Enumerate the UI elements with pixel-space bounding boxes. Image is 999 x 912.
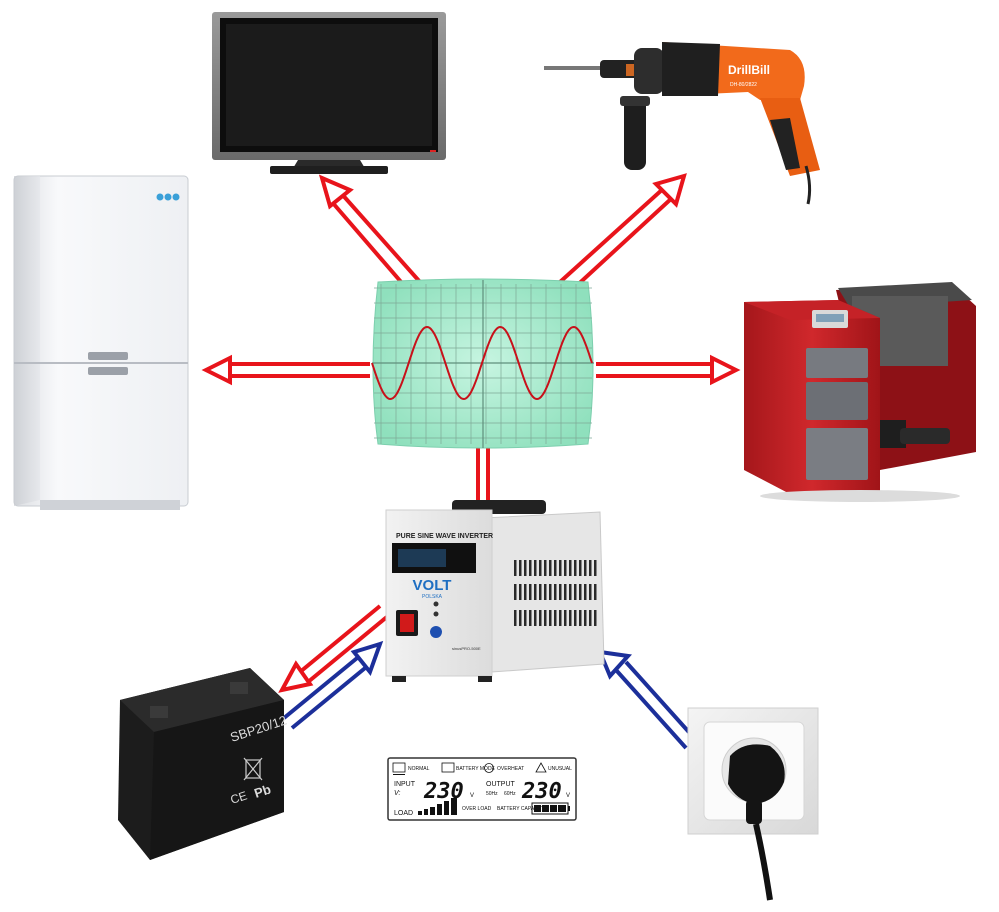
output-arrow-battery [278,604,390,693]
input-arrow-grid [596,649,698,750]
battery-chemistry: Pb [252,781,272,800]
boiler-doors [806,348,868,480]
drill-image: DrillBill DH-80/2822 [544,42,820,205]
drill-model: DH-80/2822 [730,82,757,88]
inverter-model: sinusPRO-500E [452,646,481,651]
sine-wave-scope [371,278,594,449]
input-arrow-battery [282,640,384,730]
inverter-vents [514,560,597,626]
plug-icon [728,744,785,901]
warning-icon [535,762,547,773]
svg-text:V:: V: [394,790,401,797]
inverter-brand-sub: POLSKA [422,594,443,600]
lcd-output-unit: V [566,793,570,799]
lcd-over-load: OVER LOAD [462,806,492,812]
overheat-icon [484,763,494,773]
lcd-input-value: 230 [423,779,464,804]
lcd-freq-50: 50Hz [486,791,498,797]
boiler-image [744,282,976,502]
arrows [201,173,741,750]
output-arrow-drill [558,173,687,292]
recycle-bin-icon [243,757,263,781]
output-arrow-fridge [201,354,370,386]
battery-ce-mark: CE [229,788,249,806]
output-arrow-boiler [596,354,741,386]
sine-wave [371,325,593,401]
normal-icon [392,762,406,773]
lcd-battery-capacity: BATTERY CAPACITY [497,806,546,812]
wall-socket-image [687,707,819,901]
lcd-unusual: UNUSUAL [548,766,572,772]
battery-mode-icon [441,762,455,773]
inverter-brand: VOLT [413,577,452,594]
lcd-normal: NORMAL [408,766,430,772]
output-connector-scope [476,446,490,500]
output-arrow-tv [318,174,422,292]
tv-image [212,12,446,174]
lcd-freq-60: 60Hz [504,791,516,797]
lcd-output-value: 230 [521,779,562,804]
power-button[interactable] [430,626,442,638]
lcd-battery-mode: BATTERY MODE [456,766,496,772]
lcd-output-label: OUTPUT [486,781,516,788]
load-bars [418,798,457,815]
lcd-load-label: LOAD [394,810,413,817]
power-switch[interactable] [400,614,414,632]
inverter-image: PURE SINE WAVE INVERTER VOLT POLSKA sinu… [385,500,605,682]
fridge-control-icon [156,193,180,201]
lcd-input-label: INPUT [394,781,416,788]
inverter-title: PURE SINE WAVE INVERTER [396,533,493,540]
drill-brand: DrillBill [728,63,770,77]
lcd-display: NORMAL BATTERY MODE OVERHEAT UNUSUAL INP… [387,757,577,821]
fridge-image [13,175,189,510]
battery-image: SBP20/12 CE Pb [118,668,289,860]
lcd-overheat: OVERHEAT [497,766,524,772]
lcd-input-unit: V [470,793,474,799]
battery-capacity-icon [531,802,570,815]
